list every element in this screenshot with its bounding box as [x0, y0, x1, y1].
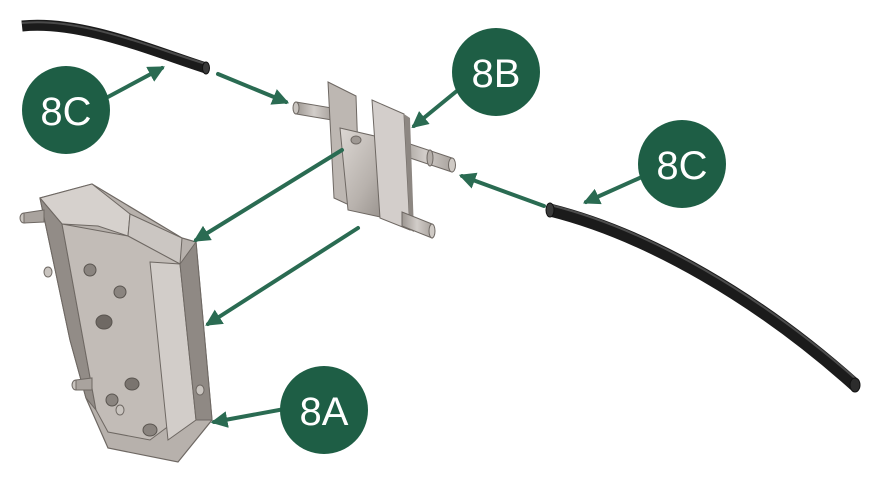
- callout-8c-left: 8C: [22, 66, 110, 154]
- arrow-hose-left-to-connector: [216, 72, 290, 105]
- arrow-callout-8a: [210, 406, 292, 428]
- callout-8b: 8B: [452, 28, 540, 116]
- mounting-housing: [19, 183, 213, 463]
- callout-label: 8C: [40, 90, 91, 134]
- direction-arrows: [104, 66, 646, 428]
- arrow-connector-to-housing-upper: [193, 148, 344, 242]
- callout-label: 8A: [300, 390, 349, 434]
- arrow-callout-8c-right: [582, 174, 646, 205]
- callout-label: 8B: [472, 52, 521, 96]
- arrow-callout-8b: [411, 88, 460, 129]
- arrow-callout-8c-left: [104, 66, 165, 100]
- hose-right: [545, 202, 861, 393]
- double-connector: [292, 81, 456, 239]
- callout-8c-right: 8C: [638, 120, 726, 208]
- callout-label: 8C: [656, 144, 707, 188]
- callout-8a: 8A: [280, 366, 368, 454]
- hose-left: [21, 19, 210, 75]
- arrow-hose-right-to-connector: [458, 172, 546, 208]
- arrow-connector-to-housing-lower: [205, 226, 360, 326]
